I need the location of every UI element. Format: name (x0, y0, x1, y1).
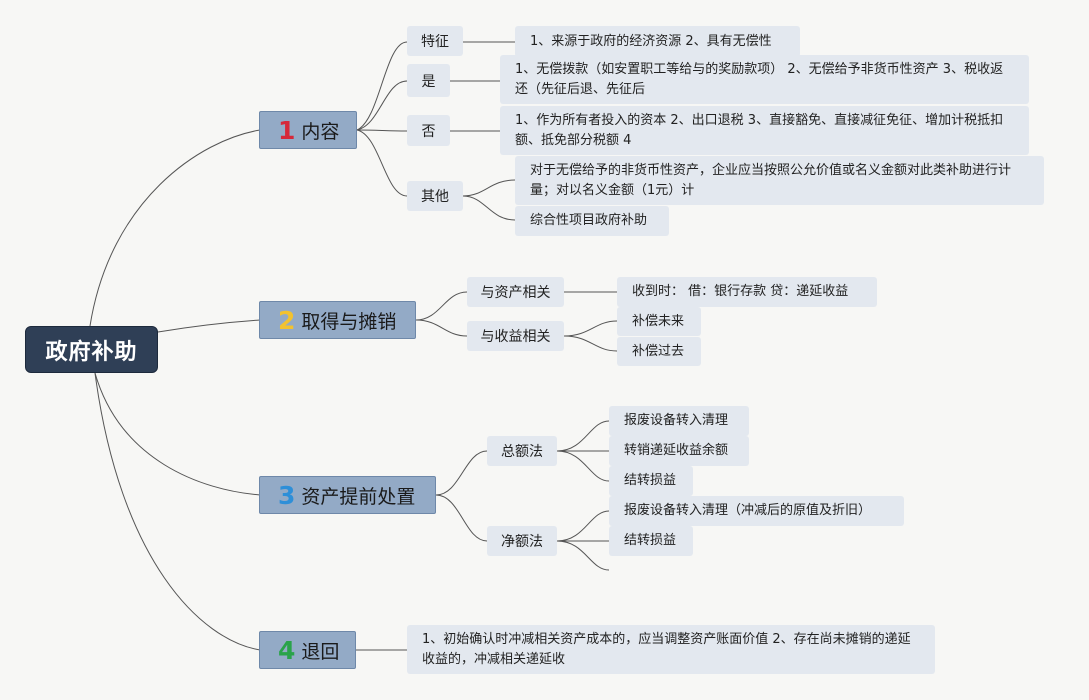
topic-number: 4 (278, 635, 296, 665)
subtopic-label: 特征 (421, 34, 449, 50)
connector (556, 540, 610, 571)
connector (415, 291, 468, 321)
leaf-text: 报废设备转入清理 (624, 413, 729, 428)
leaf-text: 报废设备转入清理（冲减后的原值及折旧） (624, 503, 872, 518)
connector (356, 129, 408, 132)
subtopic-node[interactable]: 与资产相关 (467, 277, 564, 307)
subtopic-label: 总额法 (501, 444, 543, 460)
leaf-node[interactable]: 对于无偿给予的非货币性资产，企业应当按照公允价值或名义金额对此类补助进行计量；对… (515, 156, 1044, 205)
leaf-text: 1、无偿拨款（如安置职工等给与的奖励款项） 2、无偿给予非货币性资产 3、税收返… (515, 61, 1004, 97)
leaf-text: 结转损益 (624, 473, 677, 488)
subtopic-label: 否 (421, 123, 436, 140)
connector (462, 195, 516, 221)
subtopic-node[interactable]: 净额法 (487, 526, 557, 556)
connector (415, 319, 468, 337)
leaf-node[interactable]: 补偿未来 (617, 307, 701, 336)
leaf-node[interactable]: 1、来源于政府的经济资源 2、具有无偿性 (515, 26, 800, 57)
leaf-node[interactable]: 1、作为所有者投入的资本 2、出口退税 3、直接豁免、直接减征免征、增加计税抵扣… (500, 106, 1029, 155)
leaf-text: 对于无偿给予的非货币性资产，企业应当按照公允价值或名义金额对此类补助进行计量；对… (530, 162, 1012, 198)
connector (563, 320, 618, 337)
leaf-node[interactable]: 报废设备转入清理（冲减后的原值及折旧） (609, 496, 904, 526)
subtopic-label: 净额法 (501, 534, 543, 550)
connector (94, 372, 261, 496)
leaf-text: 1、初始确认时冲减相关资产成本的，应当调整资产账面价值 2、存在尚未摊销的递延收… (422, 631, 911, 667)
subtopic-node[interactable]: 特征 (407, 26, 463, 56)
subtopic-node[interactable]: 否 (407, 115, 450, 146)
connector (89, 129, 261, 327)
topic-node-content[interactable]: 1 内容 (259, 111, 357, 149)
topic-label: 取得与摊销 (301, 310, 397, 333)
leaf-text: 转销递延收益余额 (624, 443, 729, 458)
subtopic-node[interactable]: 与收益相关 (467, 321, 564, 351)
subtopic-node[interactable]: 其他 (407, 181, 463, 211)
subtopic-label: 是 (421, 73, 436, 90)
subtopic-label: 与收益相关 (480, 329, 551, 345)
topic-number: 3 (278, 480, 296, 510)
topic-number: 2 (278, 305, 296, 335)
leaf-text: 1、作为所有者投入的资本 2、出口退税 3、直接豁免、直接减征免征、增加计税抵扣… (515, 112, 1004, 148)
topic-label: 资产提前处置 (301, 485, 416, 508)
leaf-node[interactable]: 报废设备转入清理 (609, 406, 749, 436)
connector (157, 319, 261, 333)
connector (356, 80, 408, 131)
topic-number: 1 (278, 115, 296, 145)
topic-node-acquisition[interactable]: 2 取得与摊销 (259, 301, 416, 339)
connector (356, 41, 408, 131)
leaf-node[interactable]: 综合性项目政府补助 (515, 206, 669, 236)
connector (556, 510, 610, 542)
leaf-node[interactable]: 收到时： 借：银行存款 贷：递延收益 (617, 277, 877, 307)
topic-label: 退回 (301, 640, 340, 663)
leaf-node[interactable]: 结转损益 (609, 526, 693, 556)
connector (462, 179, 516, 197)
leaf-node[interactable]: 转销递延收益余额 (609, 436, 749, 466)
leaf-text: 结转损益 (624, 533, 677, 548)
topic-label: 内容 (301, 120, 340, 143)
leaf-text: 收到时： 借：银行存款 贷：递延收益 (632, 284, 849, 299)
subtopic-label: 与资产相关 (480, 285, 551, 301)
connector (94, 372, 261, 651)
leaf-node[interactable]: 1、初始确认时冲减相关资产成本的，应当调整资产账面价值 2、存在尚未摊销的递延收… (407, 625, 935, 674)
connector (563, 335, 618, 352)
subtopic-node[interactable]: 总额法 (487, 436, 557, 466)
leaf-text: 综合性项目政府补助 (530, 213, 648, 228)
leaf-node[interactable]: 1、无偿拨款（如安置职工等给与的奖励款项） 2、无偿给予非货币性资产 3、税收返… (500, 55, 1029, 104)
root-node[interactable]: 政府补助 (25, 326, 158, 373)
leaf-node[interactable]: 结转损益 (609, 466, 693, 496)
leaf-text: 补偿未来 (632, 313, 685, 329)
leaf-node[interactable]: 补偿过去 (617, 337, 701, 366)
topic-node-refund[interactable]: 4 退回 (259, 631, 356, 669)
leaf-text: 1、来源于政府的经济资源 2、具有无偿性 (530, 33, 772, 49)
connector (356, 129, 408, 197)
root-label: 政府补助 (45, 339, 138, 365)
connector (435, 450, 488, 496)
leaf-text: 补偿过去 (632, 343, 685, 359)
topic-node-disposal[interactable]: 3 资产提前处置 (259, 476, 436, 514)
connector (556, 420, 610, 452)
subtopic-label: 其他 (421, 189, 449, 205)
connector (556, 450, 610, 482)
subtopic-node[interactable]: 是 (407, 64, 450, 97)
connector (435, 494, 488, 542)
